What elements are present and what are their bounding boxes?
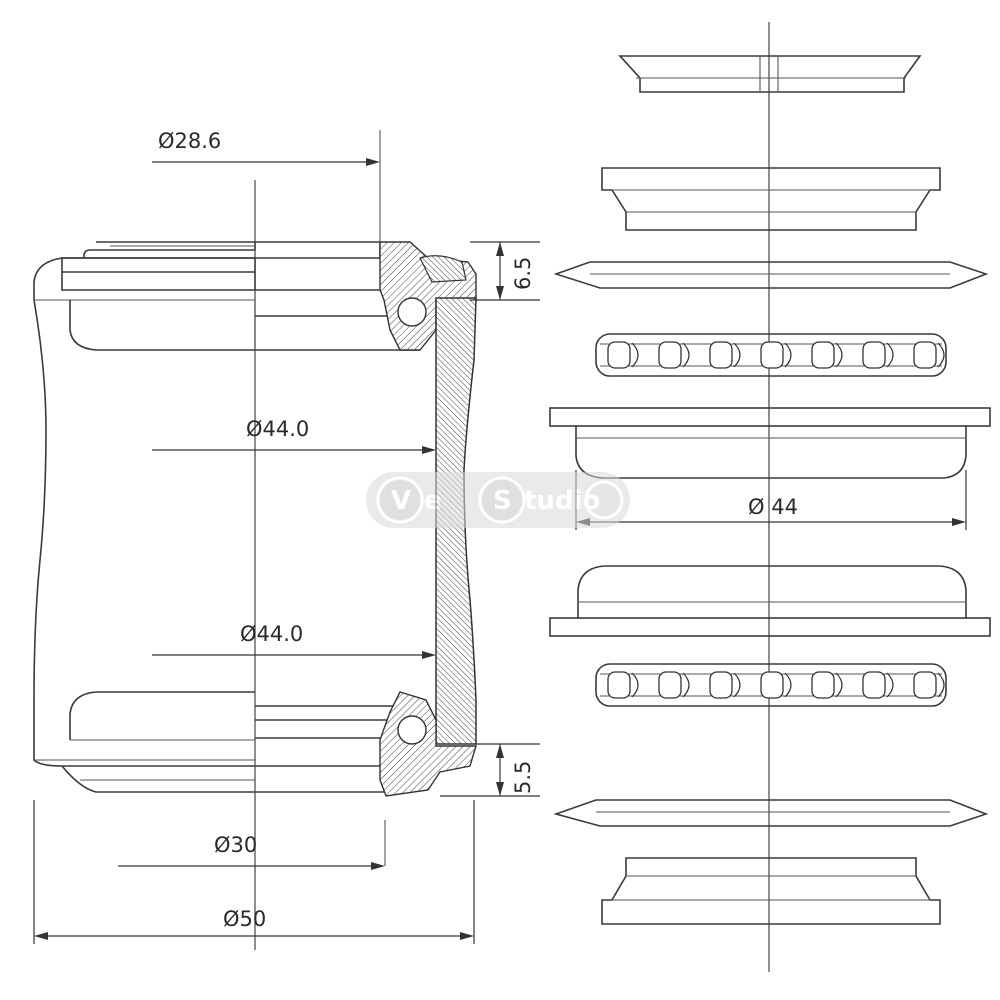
exploded-bottom-bearing bbox=[595, 663, 947, 707]
top-bearing-ball-item bbox=[607, 341, 631, 369]
dim-steerer-label: Ø28.6 bbox=[158, 129, 221, 153]
watermark-right-letter: S bbox=[493, 486, 512, 516]
exploded-bottom-cup bbox=[549, 565, 991, 637]
top-bearing-ball-item-cage bbox=[733, 342, 741, 368]
watermark-logo: V e S tudio bbox=[366, 472, 630, 528]
exploded-top-cap bbox=[618, 55, 922, 93]
top-cup-left bbox=[61, 257, 256, 273]
bottom-bearing-ball-item-cage bbox=[937, 672, 945, 698]
top-bearing-ball-item bbox=[913, 341, 937, 369]
exploded-crown-race bbox=[601, 857, 941, 925]
exploded-top-bearing bbox=[595, 333, 947, 377]
assembled-section: Ø28.6 Ø44.0 Ø44.0 Ø30 Ø50 6.5 5.5 bbox=[33, 129, 540, 950]
top-bearing-ball-item bbox=[658, 341, 682, 369]
top-bearing-ball-item bbox=[811, 341, 835, 369]
top-bearing-ball bbox=[397, 297, 427, 327]
bottom-bearing-ball-item bbox=[709, 671, 733, 699]
bottom-bearing-ball-item-cage bbox=[733, 672, 741, 698]
bottom-bearing-ball-item-cage bbox=[784, 672, 792, 698]
bottom-bearing-ball-item-cage bbox=[631, 672, 639, 698]
bottom-bearing-ball-item-cage bbox=[886, 672, 894, 698]
head-tube-outline bbox=[33, 257, 255, 767]
exploded-top-seal bbox=[553, 261, 989, 289]
top-bearing-ball-item-cage bbox=[682, 342, 690, 368]
top-bearing-ball-item-cage bbox=[886, 342, 894, 368]
bottom-bearing-ball-item-cage bbox=[835, 672, 843, 698]
exploded-crown-seal bbox=[553, 799, 989, 827]
top-bearing-ball-item bbox=[760, 341, 784, 369]
top-cover bbox=[83, 241, 256, 258]
bottom-bearing-ball-item bbox=[760, 671, 784, 699]
bottom-bearing-ball-item-cage bbox=[682, 672, 690, 698]
top-bearing-ball-item-cage bbox=[937, 342, 945, 368]
watermark-left-letter: V bbox=[391, 486, 411, 516]
dim-crown-race-label: Ø30 bbox=[214, 833, 257, 857]
dim-top-height-label: 6.5 bbox=[511, 257, 535, 290]
exploded-top-cup bbox=[549, 407, 991, 479]
dim-exploded-cup-label: Ø 44 bbox=[748, 495, 798, 519]
bottom-bearing-ball-item bbox=[658, 671, 682, 699]
top-bearing-ball-item-cage bbox=[784, 342, 792, 368]
bottom-bearing-ball-item bbox=[607, 671, 631, 699]
dim-top-cup-label: Ø44.0 bbox=[246, 417, 309, 441]
watermark-right-rest: tudio bbox=[524, 486, 600, 516]
dim-bottom-height-label: 5.5 bbox=[511, 761, 535, 794]
bottom-bearing-ball-item bbox=[862, 671, 886, 699]
dim-bottom-cup-label: Ø44.0 bbox=[240, 622, 303, 646]
top-bearing-ball-item bbox=[862, 341, 886, 369]
exploded-top-cover bbox=[601, 167, 941, 231]
top-bearing-ball-item-cage bbox=[835, 342, 843, 368]
top-bearing-ball-item bbox=[709, 341, 733, 369]
bottom-bearing-ball-item bbox=[811, 671, 835, 699]
dim-head-tube-label: Ø50 bbox=[223, 907, 266, 931]
watermark-left-rest: e bbox=[424, 486, 442, 516]
bottom-bearing-ball bbox=[397, 715, 427, 745]
top-bearing-ball-item-cage bbox=[631, 342, 639, 368]
bottom-bearing-ball-item bbox=[913, 671, 937, 699]
